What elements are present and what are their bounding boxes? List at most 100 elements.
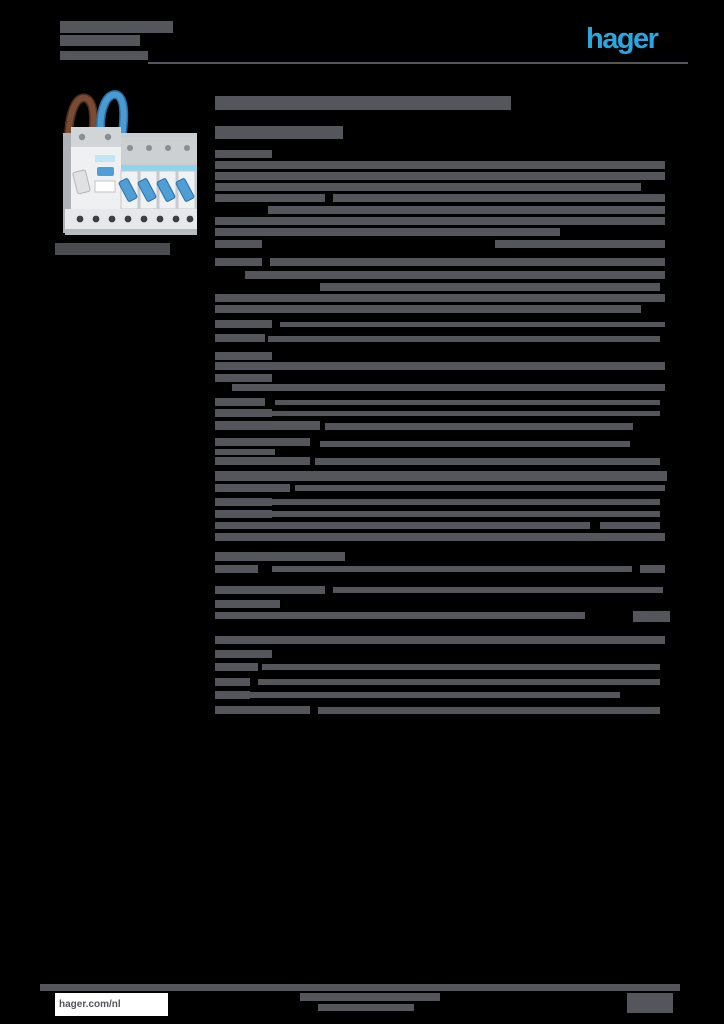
redacted-text-line [215, 217, 665, 225]
header-title-line-1 [60, 21, 173, 33]
footer-center-line-1 [300, 993, 440, 1001]
spec-value [640, 565, 665, 573]
spec-leader [215, 612, 585, 619]
redacted-text-line [325, 423, 633, 430]
redacted-text-line [215, 240, 262, 248]
spec-label [215, 421, 320, 430]
spec-leader [280, 322, 665, 327]
terminal-screw [127, 145, 133, 151]
rcd-top-terminal [71, 127, 121, 147]
spec-leader [275, 400, 660, 405]
redacted-text-line [268, 206, 665, 214]
spec-leader [268, 336, 660, 342]
hager-logo: hager [586, 22, 670, 56]
mcb-toggle [118, 178, 138, 202]
redacted-text-line [215, 172, 665, 180]
terminal-screw [140, 215, 148, 223]
redacted-text-line [215, 636, 665, 644]
spec-label [215, 320, 272, 328]
redacted-text-line [215, 161, 665, 169]
spec-leader [272, 566, 632, 572]
doc-subtitle [215, 126, 343, 139]
spec-label [215, 678, 250, 686]
spec-leader [320, 441, 630, 447]
redacted-text-line [315, 458, 660, 465]
redacted-text-line [215, 706, 310, 714]
terminal-screw [165, 145, 171, 151]
terminal-screw [104, 133, 112, 141]
redacted-text-line [215, 471, 667, 481]
redacted-text-line [215, 228, 560, 236]
spec-leader [250, 692, 620, 698]
redacted-text-line [215, 294, 665, 302]
hager-logo-text: hager [586, 23, 659, 55]
spec-label [215, 398, 265, 406]
terminal-screw [146, 145, 152, 151]
redacted-text-line [215, 362, 665, 370]
redacted-text-line [215, 533, 665, 541]
terminal-screw [172, 215, 180, 223]
redacted-text-line [215, 522, 590, 529]
header-subtitle-line [60, 51, 148, 60]
device-left-endcap [63, 133, 71, 233]
rcd-toggle [72, 169, 91, 195]
spec-leader [272, 499, 660, 505]
terminal-screw [108, 215, 116, 223]
product-photo [55, 85, 205, 243]
terminal-screw [78, 133, 86, 141]
spec-label [215, 438, 310, 446]
section-heading [215, 650, 272, 658]
spec-label [215, 409, 272, 417]
mcb-toggle [156, 178, 176, 202]
mcb-cyan-strip [121, 165, 197, 171]
spec-leader [272, 511, 660, 517]
mcb-toggle [137, 178, 157, 202]
terminal-screw [76, 215, 84, 223]
redacted-text-line [215, 183, 641, 191]
redacted-text-line [333, 587, 663, 593]
spec-label [215, 334, 265, 342]
footer-page-number-box [627, 993, 673, 1013]
terminal-screw [186, 215, 194, 223]
circuit-breaker-illustration [63, 90, 197, 235]
doc-title [215, 96, 511, 110]
section-heading [215, 552, 345, 561]
mcb-top-terminals [121, 137, 197, 163]
terminal-screw [124, 215, 132, 223]
spec-value [600, 522, 660, 529]
header-title-line-2 [60, 35, 140, 46]
footer-center-line-2 [318, 1004, 414, 1011]
header-rule [148, 62, 688, 64]
wire-blue [97, 91, 127, 142]
footer-website-box[interactable]: hager.com/nl [55, 993, 168, 1016]
redacted-text-line [215, 194, 325, 202]
spec-label [215, 449, 275, 455]
rcd-test-button [97, 167, 114, 176]
redacted-text-line [318, 707, 660, 714]
footer-website-link[interactable]: hager.com/nl [59, 999, 121, 1010]
spec-leader [295, 485, 665, 491]
redacted-text-line [320, 283, 660, 291]
spec-label [215, 663, 258, 671]
spec-label [215, 484, 290, 492]
wire-brown [65, 94, 97, 160]
redacted-text-line [270, 258, 665, 266]
spec-label [215, 352, 272, 360]
spec-value [633, 611, 670, 622]
redacted-text-line [245, 271, 665, 279]
spec-label [215, 374, 272, 382]
redacted-text-line [215, 258, 262, 266]
spec-label [215, 600, 280, 608]
spec-label [215, 457, 310, 465]
spec-leader [270, 411, 660, 416]
redacted-text-line [215, 305, 641, 313]
rcd-label-window [95, 155, 115, 162]
spec-label [215, 691, 250, 699]
device-base [65, 229, 197, 235]
spec-label [215, 586, 325, 594]
photo-caption [55, 243, 170, 255]
footer-rule [40, 984, 680, 991]
spec-leader [258, 679, 660, 685]
spec-label [215, 498, 272, 506]
